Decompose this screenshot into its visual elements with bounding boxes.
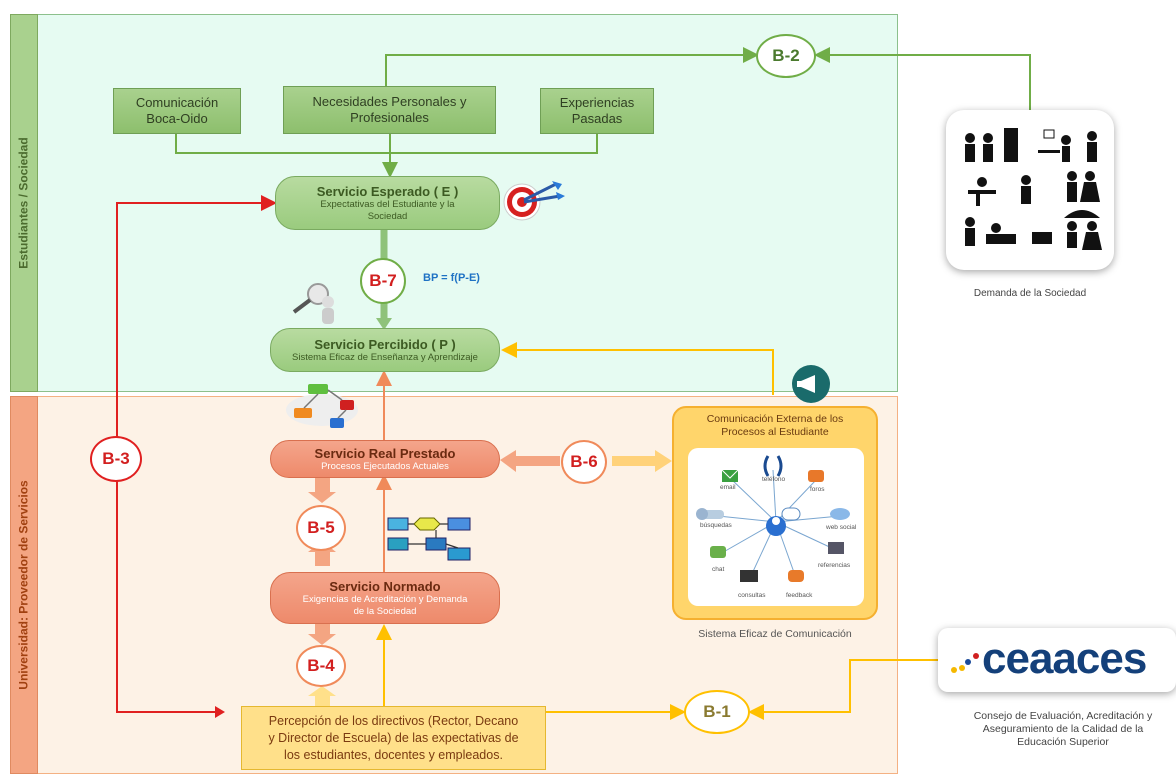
comm-item-feedback: feedback — [786, 592, 813, 599]
university-band-label-strip — [10, 396, 38, 774]
magnifier-person-icon — [292, 283, 334, 324]
servicio-percibido-title: Servicio Percibido ( P ) — [314, 336, 456, 352]
gap-b4: B-4 — [296, 645, 346, 687]
percepcion-line2: y Director de Escuela) de las expectativ… — [268, 730, 519, 745]
servicio-esperado-sub2: Sociedad — [367, 210, 408, 222]
servicio-normado-sub1: Exigencias de Acreditación y Demanda — [302, 593, 468, 605]
servicio-real: Servicio Real Prestado Procesos Ejecutad… — [270, 440, 500, 478]
megaphone-icon — [792, 365, 830, 403]
people-pictogram-icon — [965, 128, 1102, 250]
ceaaces-logo: ceaaces — [938, 628, 1176, 692]
line-ceaaces-to-b1 — [748, 659, 940, 720]
servicio-normado: Servicio Normado Exigencias de Acreditac… — [270, 572, 500, 624]
box-experiencias-line2: Pasadas — [571, 111, 623, 126]
box-experiencias: Experiencias Pasadas — [540, 88, 654, 134]
society-band-label-strip — [10, 14, 38, 392]
percepcion-line1: Percepción de los directivos (Rector, De… — [268, 713, 519, 728]
cloud-icon — [830, 508, 850, 520]
ceaaces-caption-2: Aseguramiento de la Calidad de la — [982, 723, 1144, 735]
ceaaces-logo-text: ceaaces — [982, 634, 1147, 683]
ceaaces-dots-icon — [951, 653, 979, 673]
comm-item-foros: foros — [810, 486, 825, 493]
box-comunicacion-line1: Comunicación — [135, 95, 219, 110]
gap-b3: B-3 — [90, 436, 142, 482]
comm-item-web-social: web social — [826, 524, 857, 531]
comm-item-consultas: consultas — [738, 592, 766, 599]
box-comunicacion: Comunicación Boca-Oido — [113, 88, 241, 134]
gap-b7-label: B-7 — [369, 271, 397, 290]
servicio-esperado-sub1: Expectativas del Estudiante y la — [320, 198, 455, 210]
line-top-collector — [175, 134, 598, 154]
gap-b1-label: B-1 — [703, 702, 731, 721]
comm-item-email: email — [720, 484, 736, 491]
society-caption: Demanda de la Sociedad — [973, 288, 1087, 299]
comm-panel-title-2: Procesos al Estudiante — [721, 426, 829, 438]
box-experiencias-line1: Experiencias — [559, 95, 635, 110]
comm-item-busquedas: búsquedas — [700, 522, 732, 529]
line-needs-to-b2 — [385, 47, 759, 86]
target-icon — [503, 181, 565, 221]
formula: BP = f(P-E) — [423, 272, 480, 284]
gap-b6-label: B-6 — [570, 452, 598, 471]
process-puzzle-icon — [286, 384, 358, 428]
forum-icon — [808, 470, 824, 482]
line-comm-to-percibido — [501, 342, 774, 395]
email-icon — [722, 470, 738, 482]
consultas-icon — [740, 570, 758, 582]
gap-b2-label: B-2 — [772, 46, 800, 65]
gap-b7: B-7 — [360, 258, 406, 304]
servicio-percibido-sub: Sistema Eficaz de Enseñanza y Aprendizaj… — [292, 351, 478, 363]
percepcion-box: Percepción de los directivos (Rector, De… — [241, 706, 546, 770]
flowchart-icon — [387, 517, 471, 561]
gap-b3-label: B-3 — [102, 449, 130, 468]
ceaaces-caption-3: Educación Superior — [1017, 736, 1109, 748]
gap-b4-label: B-4 — [307, 656, 335, 675]
percepcion-line3: los estudiantes, docentes y empleados. — [284, 747, 503, 762]
servicio-esperado-title: Servicio Esperado ( E ) — [316, 183, 459, 199]
box-comunicacion-line2: Boca-Oido — [146, 111, 208, 126]
comm-item-chat: chat — [712, 566, 725, 573]
servicio-percibido: Servicio Percibido ( P ) Sistema Eficaz … — [270, 328, 500, 372]
comm-panel-title-1: Comunicación Externa de los — [706, 413, 844, 425]
phone-icon — [763, 455, 783, 477]
box-necesidades-line1: Necesidades Personales y — [312, 94, 467, 109]
gap-b1: B-1 — [684, 690, 750, 734]
comm-caption: Sistema Eficaz de Comunicación — [698, 628, 852, 640]
line-society-to-b2 — [814, 47, 1031, 110]
servicio-real-sub: Procesos Ejecutados Actuales — [321, 460, 449, 472]
gap-b5-label: B-5 — [307, 518, 335, 537]
ceaaces-caption-1: Consejo de Evaluación, Acreditación y — [973, 710, 1153, 722]
comm-item-referencias: referencias — [818, 562, 851, 569]
servicio-normado-sub2: de la Sociedad — [353, 605, 417, 617]
comm-panel-title: Comunicación Externa de los Procesos al … — [680, 413, 870, 439]
gap-b5: B-5 — [296, 505, 346, 551]
box-necesidades: Necesidades Personales y Profesionales — [283, 86, 496, 134]
gap-b2: B-2 — [756, 34, 816, 78]
ceaaces-caption: Consejo de Evaluación, Acreditación y As… — [950, 710, 1176, 749]
gap-b6: B-6 — [561, 440, 607, 484]
comm-network-lines — [696, 455, 850, 582]
servicio-esperado: Servicio Esperado ( E ) Expectativas del… — [275, 176, 500, 230]
box-necesidades-line2: Profesionales — [350, 110, 429, 125]
society-image — [946, 110, 1114, 270]
references-icon — [828, 542, 844, 554]
comm-item-telefono: teléfono — [762, 476, 786, 483]
servicio-normado-title: Servicio Normado — [329, 578, 441, 594]
servicio-real-title: Servicio Real Prestado — [314, 445, 456, 461]
chat-icon — [710, 546, 726, 558]
feedback-icon — [788, 570, 804, 582]
